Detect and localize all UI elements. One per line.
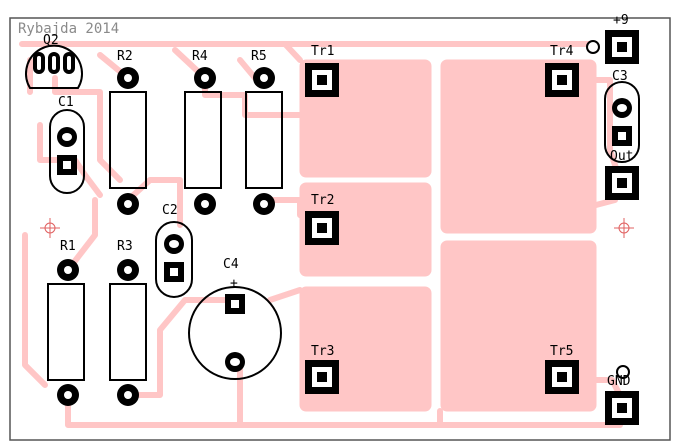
trace-out <box>593 197 618 208</box>
trace-c4-right <box>267 287 303 303</box>
trace-top-bus <box>19 41 593 63</box>
trace-r5 <box>237 57 258 81</box>
r5-body <box>245 91 283 189</box>
label-r2: R2 <box>117 49 133 64</box>
r2-body <box>109 91 147 189</box>
via-plus9 <box>586 40 600 54</box>
copper-layer <box>19 41 623 428</box>
label-tr2: Tr2 <box>311 193 334 208</box>
label-tr3: Tr3 <box>311 344 334 359</box>
r4-body <box>184 91 222 189</box>
label-plus9: +9 <box>613 13 629 28</box>
label-r4: R4 <box>192 49 208 64</box>
label-r5: R5 <box>251 49 267 64</box>
label-out: Out <box>610 149 633 164</box>
label-c4: C4 <box>223 257 239 272</box>
trace-r1-r3 <box>65 197 98 273</box>
copper-pour-tr4 <box>440 59 597 234</box>
trace-r2-bottom <box>125 177 183 228</box>
label-tr5: Tr5 <box>550 344 573 359</box>
label-tr1: Tr1 <box>311 44 334 59</box>
trace-r1-bottom <box>65 362 243 428</box>
c3-body <box>604 81 640 163</box>
label-c1: C1 <box>58 95 74 110</box>
q2-body <box>25 44 83 89</box>
label-tr4: Tr4 <box>550 44 574 59</box>
via-gnd <box>616 365 630 379</box>
label-r3: R3 <box>117 239 133 254</box>
r3-body <box>109 283 147 381</box>
label-q2: Q2 <box>43 33 59 48</box>
c1-body <box>49 109 85 194</box>
label-c2: C2 <box>162 203 178 218</box>
label-r1: R1 <box>60 239 76 254</box>
copper-pour-tr2 <box>299 182 432 277</box>
fiducial-left <box>40 218 60 238</box>
label-c3: C3 <box>612 69 628 84</box>
c4-body <box>188 286 282 380</box>
fiducial-right <box>614 218 634 238</box>
c2-body <box>155 221 193 298</box>
label-c4-polarity: + <box>230 276 238 291</box>
trace-left-bus <box>22 232 48 388</box>
label-gnd: GND <box>607 374 631 389</box>
trace-c3 <box>592 77 623 183</box>
trace-gnd-link <box>593 377 623 398</box>
board-title: Rybajda 2014 <box>18 21 119 37</box>
r1-body <box>47 283 85 381</box>
